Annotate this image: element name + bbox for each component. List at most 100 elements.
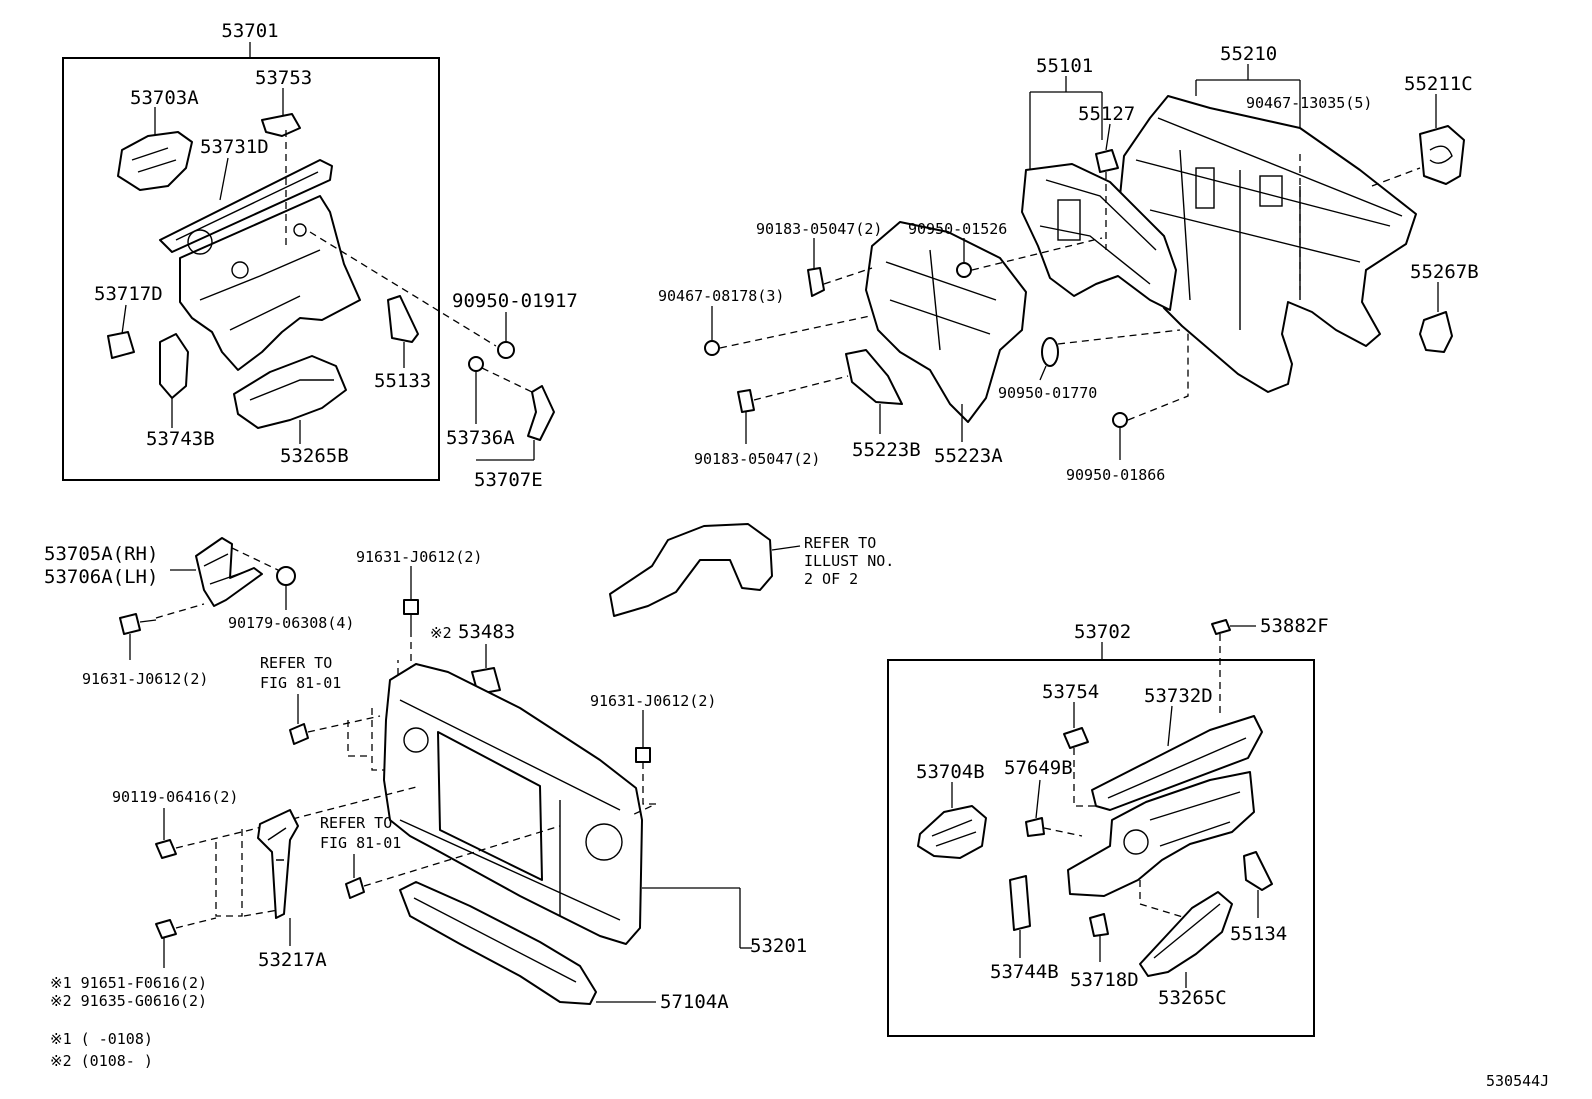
- part-90950-01866[interactable]: [1112, 412, 1128, 428]
- label-53483[interactable]: 53483: [458, 621, 515, 643]
- label-53732D[interactable]: 53732D: [1144, 685, 1213, 707]
- label-refer-fig-1b[interactable]: FIG 81-01: [260, 674, 341, 692]
- label-refer-illust-2[interactable]: ILLUST NO.: [804, 552, 894, 570]
- label-55211C[interactable]: 55211C: [1404, 73, 1473, 95]
- label-53882F[interactable]: 53882F: [1260, 615, 1329, 637]
- part-55127[interactable]: [1095, 149, 1119, 173]
- label-53201[interactable]: 53201: [750, 935, 807, 957]
- part-90950-01770[interactable]: [1041, 337, 1059, 367]
- part-53707E-bracket[interactable]: [527, 385, 555, 441]
- label-53265B[interactable]: 53265B: [280, 445, 349, 467]
- part-53217A[interactable]: [257, 809, 299, 919]
- part-90467-08178[interactable]: [704, 340, 720, 356]
- label-57104A[interactable]: 57104A: [660, 991, 729, 1013]
- label-90950-01917[interactable]: 90950-01917: [452, 290, 578, 312]
- label-53705A[interactable]: 53705A(RH): [44, 543, 158, 565]
- group-53701: 53701 53703A 53753 53731D 53717D 53743B: [62, 20, 497, 481]
- label-53702[interactable]: 53702: [1074, 621, 1131, 643]
- label-90950-01770[interactable]: 90950-01770: [998, 384, 1097, 402]
- part-refer-fig-1[interactable]: [289, 723, 309, 745]
- part-53754[interactable]: [1063, 727, 1089, 749]
- part-91631-top[interactable]: [403, 599, 419, 615]
- label-91631-top[interactable]: 91631-J0612(2): [356, 548, 482, 566]
- label-90119-06416[interactable]: 90119-06416(2): [112, 788, 238, 806]
- part-55134[interactable]: [1243, 851, 1273, 891]
- label-refer-illust-3[interactable]: 2 OF 2: [804, 570, 858, 588]
- part-91631-right[interactable]: [635, 747, 651, 763]
- part-53701-apron[interactable]: [179, 195, 361, 371]
- label-53703A[interactable]: 53703A: [130, 87, 199, 109]
- label-90950-01526[interactable]: 90950-01526: [908, 220, 1007, 238]
- label-90467-08178[interactable]: 90467-08178(3): [658, 287, 784, 305]
- label-90467-13035[interactable]: 90467-13035(5): [1246, 94, 1372, 112]
- label-refer-fig-2a[interactable]: REFER TO: [320, 814, 392, 832]
- label-55127[interactable]: 55127: [1078, 103, 1135, 125]
- label-57649B[interactable]: 57649B: [1004, 757, 1073, 779]
- label-refer-illust-1[interactable]: REFER TO: [804, 534, 876, 552]
- part-53702-apron[interactable]: [1067, 771, 1255, 897]
- label-53706A[interactable]: 53706A(LH): [44, 566, 158, 588]
- label-53704B[interactable]: 53704B: [916, 761, 985, 783]
- label-55267B[interactable]: 55267B: [1410, 261, 1479, 283]
- part-90183-05047-top[interactable]: [807, 267, 825, 297]
- part-90119-06416[interactable]: [155, 839, 177, 859]
- label-53743B[interactable]: 53743B: [146, 428, 215, 450]
- part-55267B[interactable]: [1419, 311, 1453, 353]
- label-refer-fig-1a[interactable]: REFER TO: [260, 654, 332, 672]
- part-53718D[interactable]: [1089, 913, 1109, 937]
- part-90183-05047-bottom[interactable]: [737, 389, 755, 413]
- part-90950-01526[interactable]: [956, 262, 972, 278]
- part-refer-fig-2[interactable]: [345, 877, 365, 899]
- part-illust-ref-shape[interactable]: [609, 523, 773, 617]
- part-53703A[interactable]: [117, 131, 193, 191]
- part-53717D[interactable]: [107, 331, 135, 359]
- label-53265C[interactable]: 53265C: [1158, 987, 1227, 1009]
- part-53882F[interactable]: [1211, 619, 1231, 635]
- label-90183-05047-top[interactable]: 90183-05047(2): [756, 220, 882, 238]
- label-53753[interactable]: 53753: [255, 67, 312, 89]
- label-90183-05047-bottom[interactable]: 90183-05047(2): [694, 450, 820, 468]
- part-55133[interactable]: [387, 295, 419, 343]
- part-91631-left[interactable]: [119, 613, 141, 635]
- label-refer-fig-2b[interactable]: FIG 81-01: [320, 834, 401, 852]
- label-53217A[interactable]: 53217A: [258, 949, 327, 971]
- part-53753[interactable]: [261, 113, 301, 137]
- label-53731D[interactable]: 53731D: [200, 136, 269, 158]
- label-53754[interactable]: 53754: [1042, 681, 1099, 703]
- part-53705A[interactable]: [195, 537, 263, 607]
- label-53701[interactable]: 53701: [221, 20, 278, 42]
- part-53736A[interactable]: [468, 356, 484, 372]
- label-90179-06308[interactable]: 90179-06308(4): [228, 614, 354, 632]
- label-53707E[interactable]: 53707E: [474, 469, 543, 491]
- label-91651-F0616[interactable]: ※1 91651-F0616(2): [50, 974, 207, 992]
- footnote-1: ※1 ( -0108): [50, 1030, 153, 1048]
- label-53736A[interactable]: 53736A: [446, 427, 515, 449]
- part-53744B[interactable]: [1009, 875, 1031, 931]
- label-91631-right[interactable]: 91631-J0612(2): [590, 692, 716, 710]
- label-55134[interactable]: 55134: [1230, 923, 1287, 945]
- label-55223A[interactable]: 55223A: [934, 445, 1003, 467]
- part-55223A[interactable]: [865, 221, 1027, 423]
- label-55223B[interactable]: 55223B: [852, 439, 921, 461]
- label-53717D[interactable]: 53717D: [94, 283, 163, 305]
- label-55101[interactable]: 55101: [1036, 55, 1093, 77]
- label-91635-G0616[interactable]: ※2 91635-G0616(2): [50, 992, 207, 1010]
- part-57104A[interactable]: [399, 881, 597, 1005]
- part-53704B[interactable]: [917, 805, 987, 859]
- label-55133[interactable]: 55133: [374, 370, 431, 392]
- part-55223B[interactable]: [845, 349, 903, 405]
- label-53744B[interactable]: 53744B: [990, 961, 1059, 983]
- part-57649B[interactable]: [1025, 817, 1045, 837]
- part-90950-01917[interactable]: [497, 341, 515, 359]
- label-55210[interactable]: 55210: [1220, 43, 1277, 65]
- part-91651-F0616[interactable]: [155, 919, 177, 939]
- label-90950-01866[interactable]: 90950-01866: [1066, 466, 1165, 484]
- label-53718D[interactable]: 53718D: [1070, 969, 1139, 991]
- label-53483-mark[interactable]: ※2: [430, 624, 452, 642]
- part-53201-opening[interactable]: [437, 731, 543, 881]
- part-53265B[interactable]: [233, 355, 347, 429]
- part-53743B[interactable]: [159, 333, 189, 399]
- label-91631-left[interactable]: 91631-J0612(2): [82, 670, 208, 688]
- part-90179-06308[interactable]: [276, 566, 296, 586]
- part-55211C[interactable]: [1419, 125, 1465, 185]
